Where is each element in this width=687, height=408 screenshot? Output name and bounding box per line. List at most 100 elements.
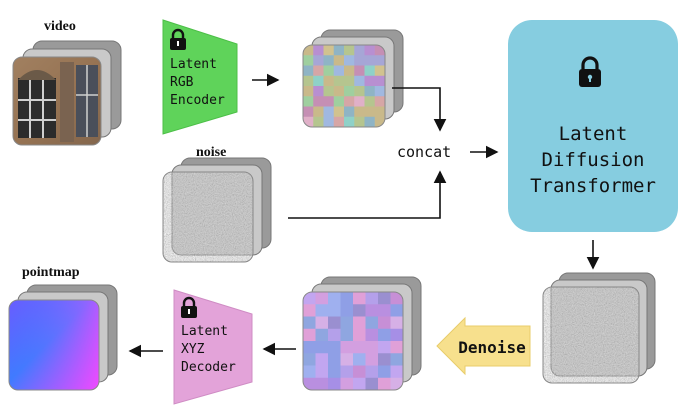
latent-cell [333, 65, 345, 77]
concat-label: concat [397, 143, 451, 161]
latent-cell [313, 75, 324, 87]
latent-cell [340, 377, 354, 390]
latent-cell [353, 304, 366, 317]
latent-cell [353, 353, 366, 366]
transformer-box [508, 20, 678, 232]
decoder-line3: Decoder [181, 360, 236, 375]
latent-cell [353, 292, 366, 305]
latent-cell [340, 304, 354, 317]
latent-cell [390, 316, 403, 330]
latent-cell [328, 353, 341, 366]
latent-cell [344, 75, 355, 87]
latent-cell [313, 106, 324, 118]
latent-cell [390, 328, 403, 342]
latent-cell [333, 96, 345, 107]
latent-cell [374, 65, 385, 77]
latent-cell [323, 45, 335, 56]
latent-cell [390, 304, 403, 317]
pointmap-stack [8, 284, 118, 391]
latent-cell [353, 316, 366, 330]
latent-cell [303, 75, 314, 87]
denoise-input-stack [542, 272, 656, 384]
latent-cell [365, 328, 379, 342]
latent-cell [313, 86, 324, 97]
latent-cell [374, 86, 385, 97]
latent-cell [323, 116, 335, 127]
latent-cell [303, 377, 316, 390]
latent-cell [374, 55, 385, 66]
latent-cell [323, 75, 335, 87]
denoise-label: Denoise [458, 338, 525, 357]
latent-cell [315, 328, 329, 342]
latent-cell [378, 377, 391, 390]
latent-cell [374, 116, 385, 127]
latent-cell [365, 292, 379, 305]
latent-cell [344, 86, 355, 97]
latent-cell [390, 292, 403, 305]
latent-cell [315, 304, 329, 317]
latent-cell [365, 341, 379, 354]
latent-cell [378, 292, 391, 305]
latent-cell [328, 377, 341, 390]
latent-cell [313, 55, 324, 66]
arrow-latent-to-concat [392, 87, 447, 132]
latent-rgb-grid [303, 45, 385, 127]
arrow-noise-to-concat [288, 170, 447, 219]
latent-cell [333, 75, 345, 87]
latent-cell [323, 96, 335, 107]
latent-cell [333, 106, 345, 118]
latent-rgb-encoder: Latent RGB Encoder [162, 19, 238, 135]
latent-cell [340, 353, 354, 366]
latent-cell [328, 304, 341, 317]
latent-cell [323, 55, 335, 66]
latent-cell [303, 86, 314, 97]
latent-cell [333, 45, 345, 56]
latent-xyz-stack [302, 276, 422, 391]
latent-cell [378, 328, 391, 342]
latent-cell [378, 304, 391, 317]
latent-cell [313, 65, 324, 77]
pointmap-label: pointmap [22, 265, 80, 280]
latent-cell [315, 353, 329, 366]
latent-cell [364, 75, 376, 87]
video-label: video [44, 19, 76, 34]
latent-diffusion-transformer: Latent Diffusion Transformer [508, 20, 678, 232]
latent-cell [390, 341, 403, 354]
latent-cell [365, 377, 379, 390]
latent-cell [364, 116, 376, 127]
latent-cell [303, 65, 314, 77]
latent-cell [303, 316, 316, 330]
transformer-line2: Diffusion [542, 149, 645, 171]
encoder-line3: Encoder [170, 93, 225, 108]
video-frame-image [13, 57, 101, 145]
latent-cell [344, 96, 355, 107]
latent-cell [344, 106, 355, 118]
latent-cell [340, 316, 354, 330]
transformer-line1: Latent [559, 123, 628, 145]
decoder-shape [173, 289, 253, 405]
latent-cell [313, 116, 324, 127]
latent-xyz-decoder: Latent XYZ Decoder [173, 289, 253, 405]
latent-cell [323, 86, 335, 97]
noise-stack [162, 157, 272, 263]
latent-cell [315, 341, 329, 354]
latent-cell [378, 353, 391, 366]
denoise-arrow: Denoise [436, 316, 531, 376]
latent-cell [390, 365, 403, 379]
latent-cell [303, 96, 314, 107]
latent-cell [303, 55, 314, 66]
decoder-line2: XYZ [181, 342, 205, 357]
latent-cell [354, 116, 365, 127]
latent-cell [374, 106, 385, 118]
latent-cell [323, 106, 335, 118]
video-stack [12, 40, 122, 146]
latent-cell [313, 96, 324, 107]
latent-cell [328, 365, 341, 379]
lock-icon [170, 28, 186, 50]
latent-cell [378, 365, 391, 379]
latent-cell [303, 353, 316, 366]
latent-cell [354, 45, 365, 56]
latent-cell [390, 377, 403, 390]
latent-cell [364, 96, 376, 107]
latent-cell [353, 341, 366, 354]
